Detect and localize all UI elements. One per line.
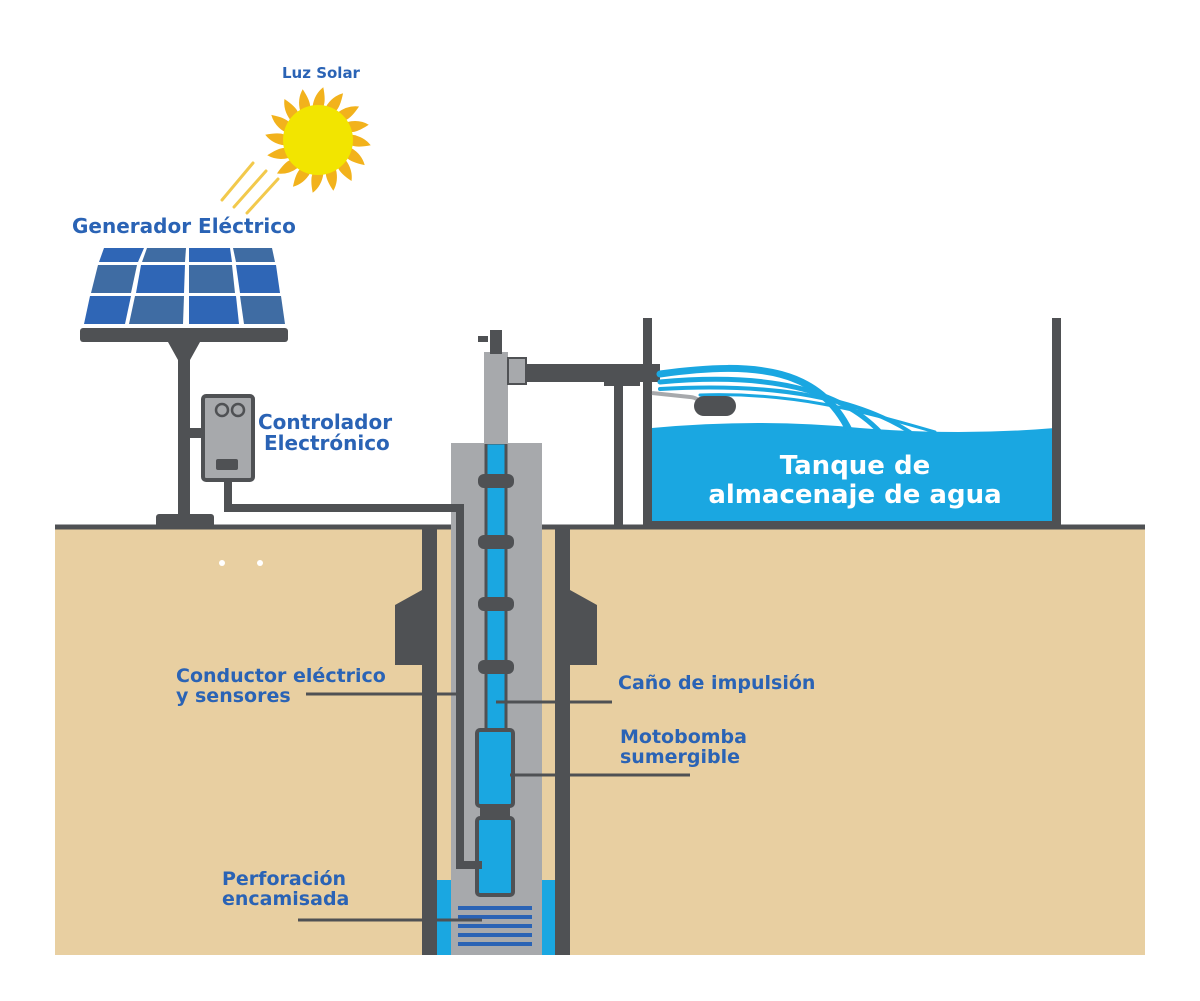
ground xyxy=(55,527,1145,955)
label-tank-line-1: Tanque de xyxy=(779,451,931,481)
controller-box xyxy=(190,394,255,482)
sun-flame xyxy=(325,93,344,112)
label-generator: Generador Eléctrico xyxy=(72,214,296,238)
label-sun: Luz Solar xyxy=(282,64,360,82)
label-borehole-line-2: encamisada xyxy=(222,887,350,910)
sun-disc xyxy=(283,105,353,175)
submersible-pump xyxy=(475,728,515,897)
label-pipe: Caño de impulsión xyxy=(618,672,816,694)
label-conductor: Conductor eléctrico y sensores xyxy=(176,665,386,707)
wellhead xyxy=(478,330,660,527)
sun-rays xyxy=(220,161,280,215)
ground-dot xyxy=(219,560,225,566)
sun-flame xyxy=(346,121,369,133)
intake-screen xyxy=(458,906,532,946)
float-sensor xyxy=(651,391,736,416)
sun-flame xyxy=(265,133,285,146)
solar-panel xyxy=(80,248,288,528)
label-pump: Motobomba sumergible xyxy=(620,726,747,768)
electric-cable xyxy=(224,480,482,869)
sun-flame xyxy=(346,147,365,166)
label-conductor-line-2: y sensores xyxy=(176,684,291,707)
label-controller: Controlador Electrónico xyxy=(258,412,392,454)
sun-flame xyxy=(292,168,311,187)
sun-flame xyxy=(312,87,325,107)
sun-flame xyxy=(351,134,371,147)
label-borehole-line-1: Perforación xyxy=(222,868,347,890)
label-pump-line-1: Motobomba xyxy=(620,726,747,748)
label-controller-line-2: Electrónico xyxy=(264,431,390,455)
label-tank: Tanque de almacenaje de agua xyxy=(655,451,1055,511)
label-conductor-line-1: Conductor eléctrico xyxy=(176,665,386,687)
sun-icon xyxy=(265,87,371,193)
sun-flame xyxy=(299,89,311,112)
leader-lines xyxy=(298,692,690,922)
sun-flame xyxy=(311,173,324,193)
well-shaft xyxy=(395,527,597,955)
sun-flame xyxy=(271,114,290,133)
label-tank-line-2: almacenaje de agua xyxy=(708,480,1002,511)
sun-flame xyxy=(267,147,290,159)
label-borehole: Perforación encamisada xyxy=(222,868,350,910)
ground-dot xyxy=(257,560,263,566)
label-controller-line-1: Controlador xyxy=(258,410,393,434)
water-jets xyxy=(656,364,937,436)
label-pump-line-2: sumergible xyxy=(620,745,741,768)
sun-flame xyxy=(325,168,337,191)
pipe-couplings xyxy=(478,474,514,674)
storage-tank xyxy=(643,318,1061,528)
